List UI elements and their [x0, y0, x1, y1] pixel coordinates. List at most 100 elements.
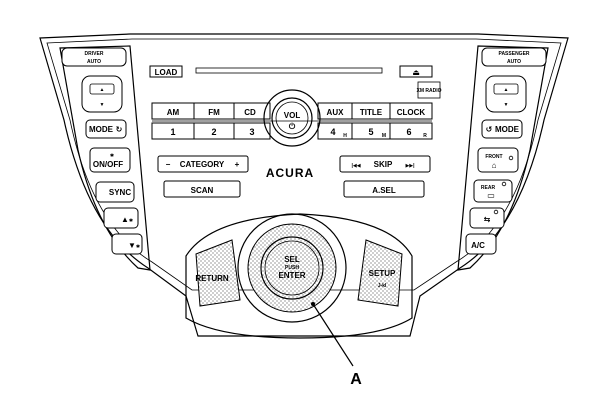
fan-up-label: ▲ [121, 215, 129, 224]
function-buttons: − CATEGORY + |◀◀ SKIP ▶▶| SCAN A.SEL ACU… [157, 155, 431, 198]
preset-label-3: 3 [249, 127, 254, 137]
passenger-auto-button[interactable] [481, 47, 547, 67]
callout-a: A [312, 303, 362, 388]
cd-slot [195, 67, 383, 74]
load-button[interactable] [149, 65, 183, 78]
return-button[interactable] [195, 239, 241, 307]
rear-defrost-indicator-icon [501, 181, 507, 187]
volume-knob[interactable]: VOL ⏻ [263, 89, 321, 147]
on-off-button[interactable] [89, 147, 131, 173]
callout-leader-line [312, 303, 354, 367]
passenger-auto-label: AUTO [507, 59, 521, 65]
outer-ring [237, 213, 347, 323]
left-climate-panel: DRIVER AUTO ▲ ▼ MODE ↻ ✱ ON/OFF SYNC ▲ ✱… [59, 45, 151, 271]
car-recirculation-icon: ⇆ [484, 215, 491, 224]
right-climate-panel: PASSENGER AUTO ▲ ▼ ↺ MODE FRONT ⌂ REAR ▭… [457, 45, 549, 271]
preset-mark-5: M [382, 133, 386, 139]
right-mode-label: MODE [495, 125, 520, 134]
setup-button[interactable] [357, 239, 403, 307]
driver-auto-label: AUTO [87, 59, 101, 65]
left-mode-button[interactable] [85, 119, 127, 139]
recirculation-icon: ↻ [116, 125, 123, 134]
setup-label: SETUP [369, 269, 396, 278]
preset-label-6: 6 [406, 127, 411, 137]
fan-icon: ✱ [110, 153, 115, 159]
eject-icon: ⏏ [412, 68, 420, 77]
passenger-temp-down-icon: ▼ [504, 102, 509, 108]
preset-mark-6: R [423, 133, 427, 139]
lower-control-pod: RETURN SETUP J-kl SEL PUSH ENTER [185, 213, 413, 339]
cd-slot-row: LOAD ⏏ XM RADIO [149, 65, 442, 99]
setup-sub-label: J-kl [378, 283, 387, 289]
a-sel-button[interactable] [343, 180, 425, 198]
scan-label: SCAN [191, 186, 214, 195]
driver-temp-down-icon: ▼ [100, 102, 105, 108]
preset-mark-4: H [343, 133, 347, 139]
push-label: PUSH [285, 265, 299, 271]
category-button[interactable] [157, 155, 249, 173]
passenger-label: PASSENGER [498, 51, 529, 57]
driver-auto-button[interactable] [61, 47, 127, 67]
recirculation-indicator-icon [493, 209, 499, 215]
preset-label-1: 1 [170, 127, 175, 137]
sel-label: SEL [284, 255, 300, 264]
brand-logo-text: ACURA [266, 166, 314, 180]
driver-temp-up-icon: ▲ [100, 87, 105, 93]
source-button-cd[interactable] [233, 102, 271, 120]
preset-button-3[interactable] [233, 122, 271, 140]
on-off-label: ON/OFF [93, 160, 123, 169]
driver-label: DRIVER [85, 51, 104, 57]
source-label-title: TITLE [360, 108, 383, 117]
load-label: LOAD [155, 68, 178, 77]
skip-next-icon: ▶▶| [405, 163, 415, 169]
front-defrost-button[interactable] [477, 147, 519, 173]
preset-label-5: 5 [368, 127, 373, 137]
left-mode-label: MODE [89, 125, 114, 134]
ac-label: A/C [471, 241, 485, 250]
ac-button[interactable] [465, 233, 497, 255]
return-label: RETURN [195, 274, 229, 283]
recirculation-button[interactable] [469, 207, 505, 229]
sync-button[interactable] [95, 181, 135, 203]
skip-prev-icon: |◀◀ [351, 163, 360, 169]
fan-down-icon: ✱ [136, 244, 141, 250]
source-button-clock[interactable] [389, 102, 433, 120]
front-defrost-label: FRONT [485, 154, 502, 160]
source-label-fm: FM [208, 108, 220, 117]
skip-button[interactable] [339, 155, 431, 173]
category-minus-label: − [166, 160, 171, 169]
scan-button[interactable] [163, 180, 241, 198]
source-label-clock: CLOCK [397, 108, 426, 117]
right-mode-button[interactable] [481, 119, 523, 139]
fan-up-button[interactable] [103, 207, 139, 229]
enter-label: ENTER [278, 271, 305, 280]
outer-bezel [39, 33, 569, 337]
fan-down-label: ▼ [128, 241, 136, 250]
airflow-icon: ↺ [486, 125, 493, 134]
source-label-cd: CD [244, 108, 256, 117]
fan-up-icon: ✱ [129, 218, 134, 224]
sync-label: SYNC [109, 188, 131, 197]
category-label: CATEGORY [180, 160, 225, 169]
xm-logo-text: XM RADIO [417, 88, 442, 94]
preset-buttons: 1 2 3 4 H 5 M 6 R [151, 122, 433, 140]
a-sel-label: A.SEL [372, 186, 396, 195]
rear-defrost-icon: ▭ [487, 191, 495, 200]
eject-button[interactable] [399, 65, 433, 78]
passenger-temp-up-icon: ▲ [504, 87, 509, 93]
rear-defrost-label: REAR [481, 185, 496, 191]
source-label-aux: AUX [327, 108, 345, 117]
fan-down-button[interactable] [111, 233, 143, 255]
front-defrost-indicator-icon [508, 155, 514, 161]
xm-radio-logo [417, 81, 441, 99]
vol-label: VOL [284, 111, 301, 120]
skip-label: SKIP [374, 160, 393, 169]
source-buttons: AM FM CD AUX TITLE CLOCK [151, 102, 433, 120]
preset-label-2: 2 [211, 127, 216, 137]
source-label-am: AM [167, 108, 180, 117]
category-plus-label: + [235, 160, 240, 169]
callout-label: A [350, 371, 362, 388]
front-defrost-icon: ⌂ [492, 161, 497, 170]
preset-button-6[interactable] [389, 122, 433, 140]
